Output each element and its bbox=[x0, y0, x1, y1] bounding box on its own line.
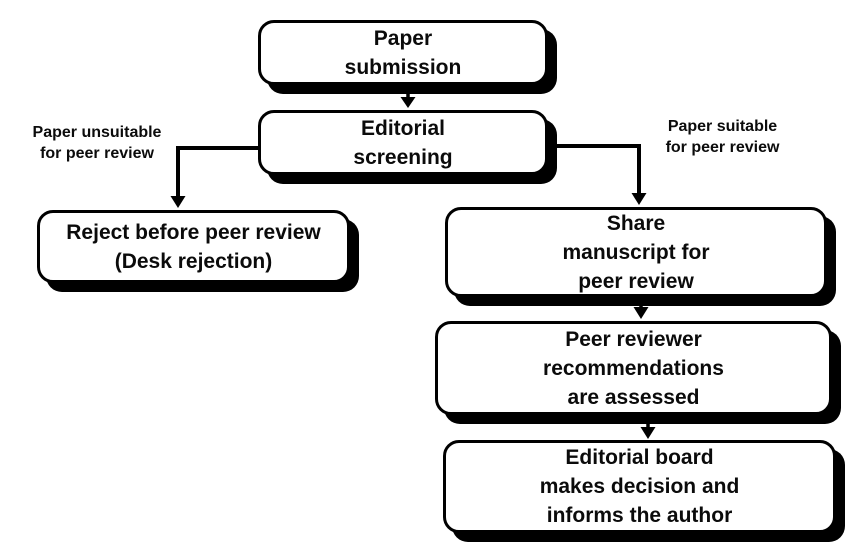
node-share-manuscript: Share manuscript for peer review bbox=[445, 207, 827, 297]
node-editorial-board-decision-label: Editorial board makes decision and infor… bbox=[539, 446, 740, 527]
node-peer-recommendations-label: Peer reviewer recommendations are assess… bbox=[543, 327, 724, 409]
node-editorial-board-decision: Editorial board makes decision and infor… bbox=[443, 440, 836, 533]
arrow-share-to-recommendations bbox=[633, 298, 649, 319]
node-paper-submission-label: Paper submission bbox=[344, 26, 462, 79]
node-reject-desk-rejection: Reject before peer review (Desk rejectio… bbox=[37, 210, 350, 283]
node-editorial-screening-label: Editorial screening bbox=[353, 116, 453, 169]
arrow-screening-to-share bbox=[550, 144, 647, 205]
arrow-screening-to-reject bbox=[170, 146, 259, 208]
node-paper-submission: Paper submission bbox=[258, 20, 548, 85]
edge-label-paper-suitable: Paper suitable for peer review bbox=[665, 118, 780, 156]
node-reject-desk-rejection-label: Reject before peer review (Desk rejectio… bbox=[66, 220, 321, 273]
node-share-manuscript-label: Share manuscript for peer review bbox=[562, 211, 710, 293]
node-peer-recommendations: Peer reviewer recommendations are assess… bbox=[435, 321, 832, 415]
arrow-recommendations-to-board bbox=[640, 416, 656, 439]
edge-label-paper-unsuitable: Paper unsuitable for peer review bbox=[32, 124, 162, 162]
node-editorial-screening: Editorial screening bbox=[258, 110, 548, 175]
arrow-submission-to-screening bbox=[400, 86, 416, 108]
